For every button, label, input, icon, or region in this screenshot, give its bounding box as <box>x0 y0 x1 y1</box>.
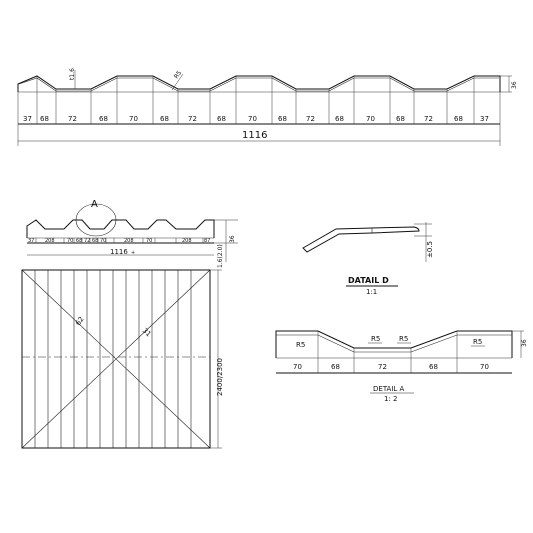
detail-a: R5 R5 R5 R5 70 68 72 68 70 36 DETAIL A 1… <box>275 330 528 403</box>
profile-width-labels: 37 68 72 68 70 68 72 68 70 68 72 68 70 6… <box>23 115 489 123</box>
detail-d-title: DATAIL D <box>348 276 389 285</box>
panel-height: 36 <box>229 235 236 243</box>
panel-width-9: 70 <box>146 238 152 244</box>
profile-width-16: 68 <box>454 115 463 123</box>
plan-diagonal-label-1: 62 <box>74 315 86 327</box>
panel-width-11: 87 <box>204 238 210 244</box>
plan-diagonal-2 <box>21 269 211 449</box>
panel-width-8: 208 <box>124 238 134 244</box>
detail-a-inner-outline <box>276 334 512 353</box>
panel-width-labels: 37 208 70 68 72 68 70 208 70 208 87 <box>28 238 210 244</box>
panel-width-5: 72 <box>84 238 90 244</box>
plan-length: 2400/2300 <box>216 358 224 396</box>
detail-a-callout-label: A <box>91 199 98 210</box>
detail-d: ±0.5 DATAIL D 1:1 <box>302 222 434 296</box>
detail-a-title: DETAIL A <box>373 385 405 393</box>
panel-total-width: 1116 <box>110 248 128 256</box>
panel-ticks <box>35 238 204 243</box>
detail-a-radius-right: R5 <box>473 338 482 346</box>
profile-radius: R5 <box>173 69 183 80</box>
detail-a-width-3: 72 <box>378 363 387 371</box>
profile-width-17: 37 <box>480 115 489 123</box>
profile-width-8: 68 <box>217 115 226 123</box>
detail-a-radius-mid-2: R5 <box>399 335 408 343</box>
profile-width-5: 70 <box>129 115 138 123</box>
panel-side-view: A 37 208 70 68 72 68 70 208 70 208 87 11… <box>26 199 238 268</box>
panel-width-2: 208 <box>45 238 55 244</box>
plan-outline <box>21 269 211 449</box>
detail-a-callout-circle <box>75 203 117 237</box>
profile-total-width: 1116 <box>242 130 267 141</box>
panel-outline <box>26 219 215 238</box>
profile-view: 37 68 72 68 70 68 72 68 70 68 72 68 70 6… <box>17 68 518 146</box>
detail-d-scale: 1:1 <box>366 288 377 296</box>
detail-a-radius-left: R5 <box>296 341 305 349</box>
profile-inner-outline <box>18 77 499 92</box>
detail-a-width-5: 70 <box>480 363 489 371</box>
profile-width-15: 72 <box>424 115 433 123</box>
profile-width-12: 68 <box>335 115 344 123</box>
panel-width-10: 208 <box>182 238 192 244</box>
profile-width-4: 68 <box>99 115 108 123</box>
profile-width-6: 68 <box>160 115 169 123</box>
detail-a-width-4: 68 <box>429 363 438 371</box>
panel-width-4: 68 <box>76 238 82 244</box>
plan-diagonal-label-2: 31 <box>141 327 153 339</box>
svg-text:+: + <box>131 250 135 256</box>
panel-thickness: 1.6(2.0) <box>217 244 224 268</box>
plan-rib-lines <box>34 270 192 448</box>
detail-a-width-2: 68 <box>331 363 340 371</box>
profile-width-3: 72 <box>68 115 77 123</box>
panel-plan-view: 62 31 2400/2300 <box>21 269 224 449</box>
profile-width-9: 70 <box>248 115 257 123</box>
panel-width-7: 70 <box>100 238 106 244</box>
profile-width-1: 37 <box>23 115 32 123</box>
detail-a-radius-mid-1: R5 <box>371 335 380 343</box>
profile-width-11: 72 <box>306 115 315 123</box>
profile-width-10: 68 <box>278 115 287 123</box>
panel-width-1: 37 <box>28 238 34 244</box>
detail-a-outline <box>275 330 513 358</box>
profile-width-7: 72 <box>188 115 197 123</box>
panel-width-6: 68 <box>92 238 98 244</box>
detail-a-scale: 1: 2 <box>384 395 398 403</box>
profile-outline <box>17 75 501 92</box>
profile-ticks <box>17 76 501 146</box>
profile-thickness: t1.6 <box>69 68 76 80</box>
detail-d-edge-shape <box>302 226 420 253</box>
profile-width-13: 70 <box>366 115 375 123</box>
detail-d-tolerance: ±0.5 <box>426 241 434 258</box>
detail-a-width-1: 70 <box>293 363 302 371</box>
detail-a-width-labels: 70 68 72 68 70 <box>293 363 489 371</box>
profile-width-2: 68 <box>40 115 49 123</box>
profile-height: 36 <box>511 81 518 89</box>
profile-width-14: 68 <box>396 115 405 123</box>
panel-width-3: 70 <box>67 238 73 244</box>
detail-a-ticks <box>317 331 458 373</box>
detail-a-height: 36 <box>521 339 528 347</box>
